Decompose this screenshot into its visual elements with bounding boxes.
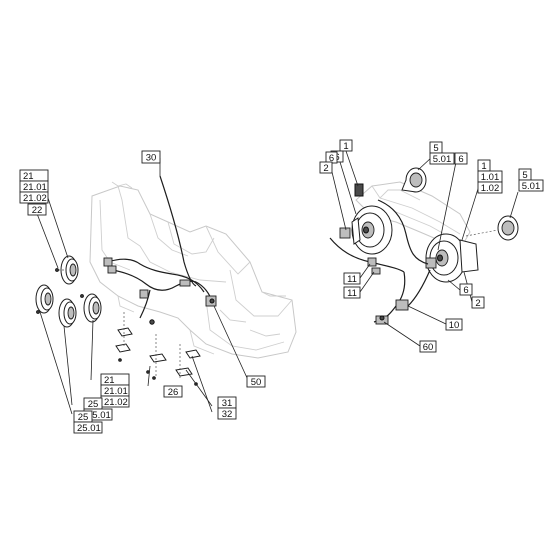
callout-25-a: 25 25.01: [83, 397, 113, 421]
motor-right: [425, 233, 479, 283]
right-assembly: [329, 150, 519, 347]
callout-31-32: 31 32: [217, 396, 237, 420]
callout-25-b: 25 25.01: [73, 410, 103, 434]
callout-21-top-text: 21: [23, 171, 34, 182]
ghost-frame-right: [355, 181, 471, 247]
callout-60: 60: [419, 340, 437, 353]
callout-1-02-text: 1.02: [481, 183, 500, 194]
callout-2-left: 2: [319, 161, 333, 174]
callout-6-bot-text: 6: [463, 285, 468, 296]
callout-5-01-right-text: 5.01: [522, 181, 541, 192]
speaker-top-left: [55, 255, 79, 285]
callout-11-a: 11: [343, 272, 361, 285]
callout-21-01-bot-text: 21.01: [104, 386, 128, 397]
leaders-right: [331, 150, 519, 347]
callout-1-left-text: 1: [343, 141, 348, 152]
callout-6-mid-text: 6: [458, 154, 463, 165]
callout-25-01-a-text: 25.01: [87, 410, 111, 421]
callout-31-text: 31: [222, 398, 233, 409]
callout-1-01-text: 1.01: [481, 172, 500, 183]
callout-1-right: 1 1.01 1.02: [477, 159, 503, 194]
speaker-mid-center: [58, 298, 77, 328]
callout-1-right-text: 1: [481, 161, 486, 172]
callout-50-text: 50: [251, 377, 262, 388]
callout-21-bot: 21 21.01 21.02: [100, 373, 130, 408]
callout-30-text: 30: [146, 153, 157, 164]
callout-22-text: 22: [32, 205, 43, 216]
callout-2-right: 2: [471, 296, 485, 309]
callout-25-b-text: 25: [78, 412, 89, 423]
callout-10-text: 10: [449, 320, 460, 331]
callout-21-02-top-text: 21.02: [23, 193, 47, 204]
callout-25-01-b-text: 25.01: [77, 423, 101, 434]
callout-11-a-text: 11: [347, 274, 357, 285]
callout-labels: 30 21 21.01 21.02 22 21 21.01 21.02 25 2…: [19, 139, 544, 434]
callout-6-left-text: 6: [329, 153, 334, 164]
callout-6-bot: 6: [459, 283, 473, 296]
callout-2-left-text: 2: [323, 163, 328, 174]
ghost-body-left: [89, 181, 297, 359]
callout-11-b-text: 11: [347, 288, 357, 299]
callout-5-right: 5 5.01: [518, 168, 544, 192]
wiring-right: [329, 199, 431, 325]
cylinder-mid: [401, 167, 427, 193]
callout-5-right-text: 5: [522, 170, 527, 181]
callout-22: 22: [27, 203, 47, 216]
callout-21-02-bot-text: 21.02: [104, 397, 128, 408]
callout-11-b: 11: [343, 286, 361, 299]
callout-6-mid: 6: [454, 152, 468, 165]
speaker-mid-left: [35, 284, 54, 314]
callout-21-bot-text: 21: [104, 375, 115, 386]
callout-5-mid-text: 5: [433, 143, 438, 154]
callout-25-a-text: 25: [88, 399, 99, 410]
callout-30: 30: [141, 150, 161, 164]
wiring-harness-left: [103, 175, 217, 319]
brackets-left: [115, 312, 201, 386]
cylinder-right: [465, 215, 519, 241]
callout-5-01-mid-text: 5.01: [433, 154, 452, 165]
callout-26-text: 26: [168, 387, 179, 398]
callout-21-01-top-text: 21.01: [23, 182, 47, 193]
left-assembly: [35, 158, 297, 415]
callout-5-mid: 5 5.01: [429, 141, 455, 165]
callout-50: 50: [246, 375, 266, 388]
callout-10: 10: [445, 318, 463, 331]
callout-32-text: 32: [222, 409, 233, 420]
callout-2-right-text: 2: [475, 298, 480, 309]
callout-60-text: 60: [423, 342, 434, 353]
callout-1-left: 1: [339, 139, 353, 152]
callout-21-top: 21 21.01 21.02: [19, 169, 49, 204]
callout-26: 26: [163, 385, 183, 398]
leaders-left: [35, 158, 249, 415]
speaker-mid-right: [80, 293, 102, 323]
motor-left: [339, 183, 393, 255]
